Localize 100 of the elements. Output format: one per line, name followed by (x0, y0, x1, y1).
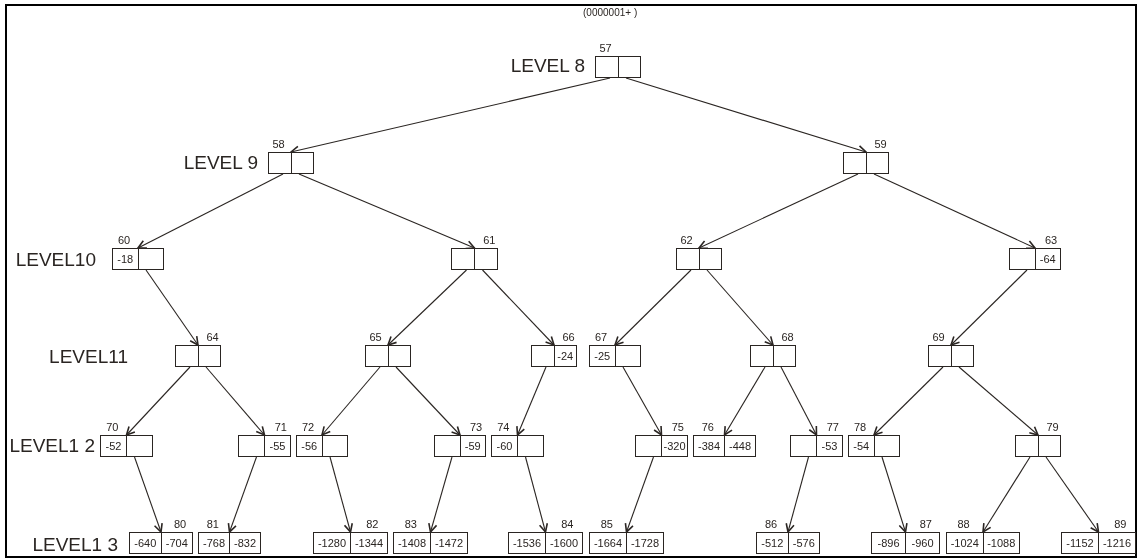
node-number: 83 (404, 518, 417, 530)
cell-value: -320 (663, 440, 686, 452)
node-number: 64 (206, 331, 219, 343)
cell-value: -1536 (512, 537, 542, 549)
node-number: 84 (561, 518, 574, 530)
split-cell-box (434, 435, 486, 457)
cell-value: -448 (729, 440, 751, 452)
arrow (133, 456, 163, 533)
cell-value: -640 (134, 537, 157, 549)
level-label: LEVEL 8 (510, 54, 585, 78)
arrow (1045, 456, 1100, 533)
split-cell-box (756, 532, 820, 554)
node-number: 65 (369, 331, 382, 343)
arrow (524, 456, 549, 533)
cell-value: -896 (877, 537, 900, 549)
node-number: 66 (562, 331, 575, 343)
cell-value: -1600 (549, 537, 579, 549)
cell-value: -56 (301, 440, 318, 452)
split-cell-box (928, 345, 974, 367)
split-cell-box (268, 152, 314, 174)
split-cell-box (843, 152, 889, 174)
split-cell-box (589, 532, 664, 554)
level-label: LEVEL1 2 (9, 434, 95, 458)
node-number: 71 (274, 421, 287, 433)
arrow (982, 456, 1031, 533)
cell-value: -1344 (354, 537, 384, 549)
node-number: 82 (366, 518, 379, 530)
split-cell-box (676, 248, 722, 270)
split-cell-box (451, 248, 498, 270)
split-cell-box (112, 248, 164, 270)
split-cell-box (296, 435, 348, 457)
arrow (481, 269, 555, 346)
split-cell-box (100, 435, 153, 457)
split-cell-box (848, 435, 900, 457)
node-number: 67 (595, 331, 608, 343)
title: (0000001+ ) (583, 7, 638, 18)
cell-value: -25 (594, 350, 611, 362)
cell-value: -18 (117, 253, 134, 265)
split-cell-box (1015, 435, 1061, 457)
split-cell-box (871, 532, 940, 554)
node-number: 76 (701, 421, 714, 433)
cell-value: -60 (496, 440, 513, 452)
node-number: 75 (671, 421, 684, 433)
node-number: 57 (599, 42, 612, 54)
cell-value: -1472 (434, 537, 464, 549)
level-label: LEVEL11 (49, 345, 128, 369)
node-number: 85 (600, 518, 613, 530)
cell-value: -55 (269, 440, 286, 452)
node-number: 77 (826, 421, 839, 433)
split-cell-box (175, 345, 221, 367)
split-cell-box (589, 345, 641, 367)
cell-value: -960 (911, 537, 934, 549)
cell-value: -384 (698, 440, 720, 452)
split-cell-box (238, 435, 291, 457)
node-number: 69 (932, 331, 945, 343)
split-cell-box (393, 532, 468, 554)
arrow (622, 366, 663, 436)
node-number: 79 (1046, 421, 1059, 433)
node-number: 58 (272, 138, 285, 150)
cell-value: -1664 (593, 537, 623, 549)
cell-value: -576 (792, 537, 815, 549)
cell-value: -24 (557, 350, 574, 362)
cell-value: -512 (761, 537, 784, 549)
split-cell-box (946, 532, 1020, 554)
node-number: 68 (781, 331, 794, 343)
node-number: 80 (174, 518, 187, 530)
arrow (873, 173, 1036, 250)
cell-value: -54 (853, 440, 870, 452)
split-cell-box (365, 345, 411, 367)
node-number: 60 (118, 234, 131, 246)
level-label: LEVEL10 (15, 248, 96, 272)
cell-value: -704 (165, 537, 188, 549)
arrow (698, 173, 859, 250)
split-cell-box (1061, 532, 1136, 554)
cell-value: -1088 (987, 537, 1016, 549)
arrow (780, 366, 818, 436)
split-cell-box (693, 435, 756, 457)
node-number: 74 (497, 421, 510, 433)
node-number: 61 (483, 234, 496, 246)
cell-value: -64 (1039, 253, 1056, 265)
node-number: 62 (680, 234, 693, 246)
cell-value: -1216 (1102, 537, 1132, 549)
arrow (624, 456, 655, 533)
arrow (298, 173, 476, 250)
arrow (205, 366, 266, 436)
arrow (873, 366, 944, 436)
split-cell-box (491, 435, 544, 457)
split-cell-box (790, 435, 843, 457)
cell-value: -1024 (950, 537, 979, 549)
cell-value: -832 (234, 537, 256, 549)
arrow (706, 269, 774, 346)
arrow (785, 456, 810, 533)
arrow (516, 366, 547, 436)
level-label: LEVEL1 3 (32, 533, 118, 557)
arrow (137, 173, 284, 249)
node-number: 88 (957, 518, 970, 530)
arrow (950, 269, 1028, 346)
split-cell-box (198, 532, 261, 554)
node-number: 87 (919, 518, 932, 530)
node-number: 73 (470, 421, 483, 433)
